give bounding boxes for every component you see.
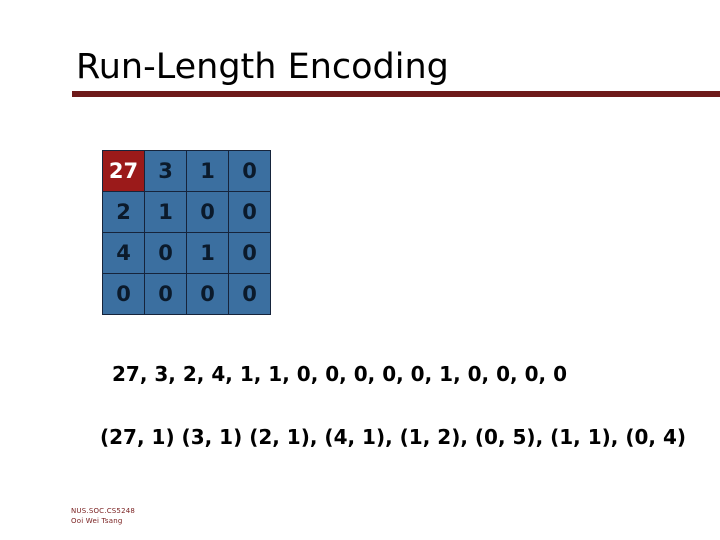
matrix-cell: 0	[144, 273, 187, 315]
matrix-cell: 2	[102, 191, 145, 233]
matrix-cell: 1	[186, 232, 229, 274]
matrix-cell: 0	[144, 232, 187, 274]
matrix-cell-dc: 27	[102, 150, 145, 192]
matrix-cell: 3	[144, 150, 187, 192]
coefficient-matrix-table: 27 3 1 0 2 1 0 0 4 0 1 0 0 0 0 0	[102, 150, 271, 315]
matrix-cell: 1	[186, 150, 229, 192]
matrix-cell: 0	[228, 191, 271, 233]
zigzag-sequence-text: 27, 3, 2, 4, 1, 1, 0, 0, 0, 0, 0, 1, 0, …	[112, 362, 567, 386]
title-divider	[72, 91, 720, 97]
matrix-cell: 0	[186, 191, 229, 233]
footer-course: NUS.SOC.CS5248	[71, 507, 136, 515]
matrix-cell: 0	[186, 273, 229, 315]
table-row: 27 3 1 0	[102, 150, 271, 192]
table-row: 2 1 0 0	[102, 191, 271, 233]
matrix-cell: 1	[144, 191, 187, 233]
run-length-pairs-text: (27, 1) (3, 1) (2, 1), (4, 1), (1, 2), (…	[100, 425, 687, 449]
page-title: Run-Length Encoding	[76, 47, 449, 87]
matrix-cell: 0	[102, 273, 145, 315]
slide-footer: NUS.SOC.CS5248 Ooi Wei Tsang	[71, 507, 135, 526]
matrix-cell: 4	[102, 232, 145, 274]
table-row: 0 0 0 0	[102, 273, 271, 315]
footer-author: Ooi Wei Tsang	[71, 516, 123, 525]
table-row: 4 0 1 0	[102, 232, 271, 274]
matrix-cell: 0	[228, 273, 271, 315]
matrix-cell: 0	[228, 150, 271, 192]
matrix-cell: 0	[228, 232, 271, 274]
